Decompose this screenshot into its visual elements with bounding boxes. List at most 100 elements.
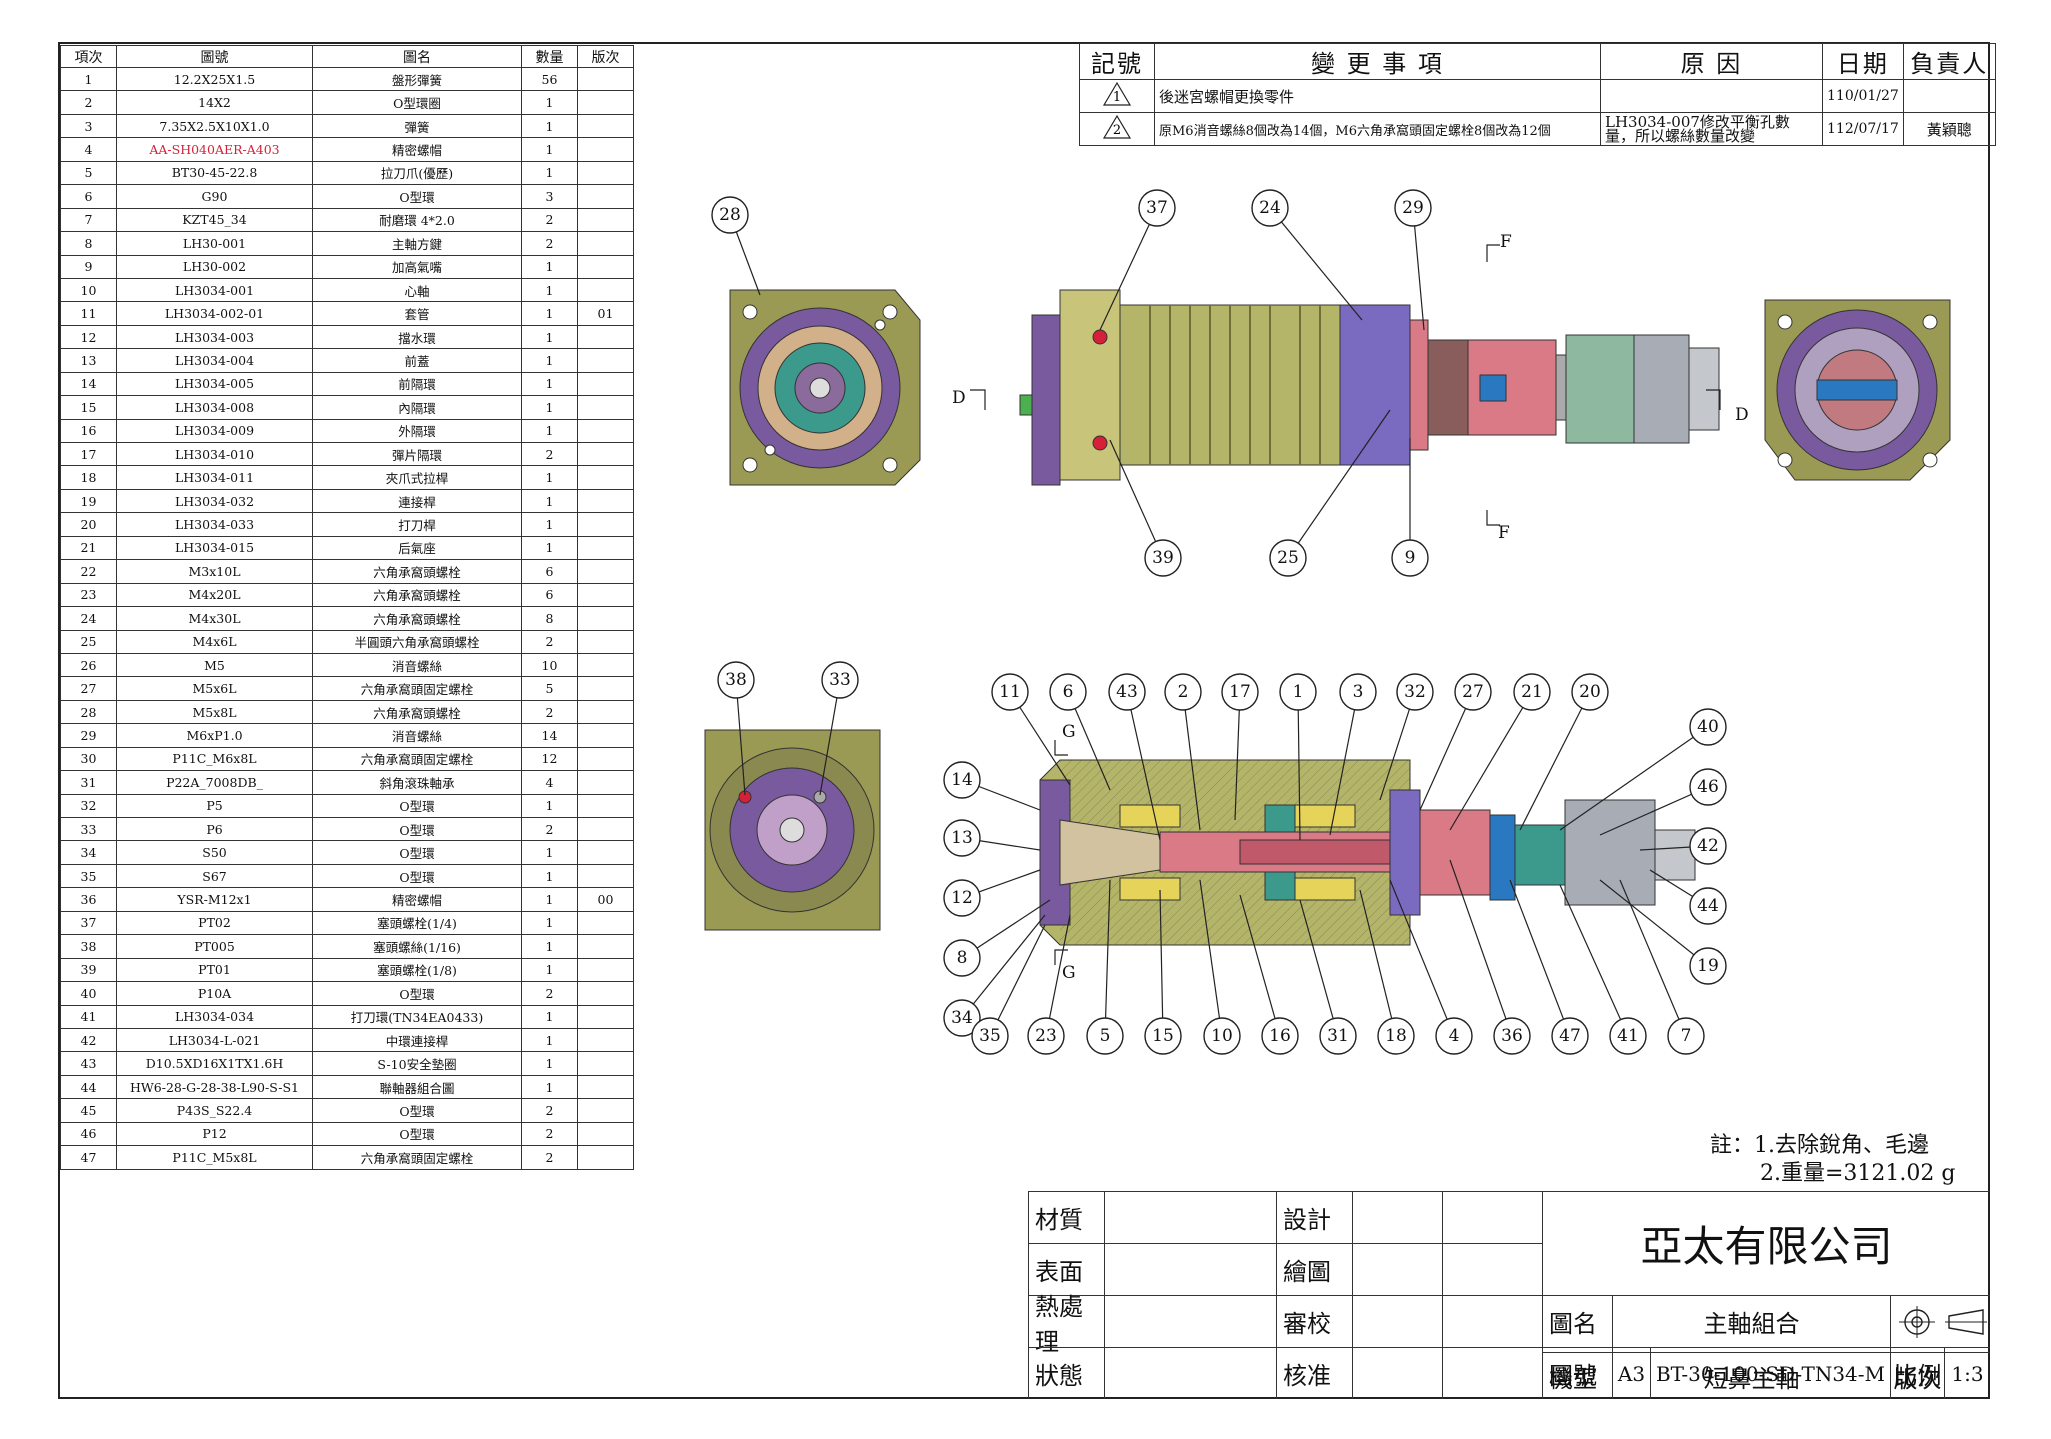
part-balloon: 8 bbox=[943, 899, 1051, 977]
model-value: 短鼻主軸 bbox=[1612, 1352, 1890, 1399]
leader-line bbox=[1045, 914, 1071, 1037]
bom-quantity: 1 bbox=[521, 301, 578, 326]
part-balloon: 47 bbox=[1509, 879, 1589, 1055]
revision-header-date: 日期 bbox=[1822, 43, 1904, 80]
check-date bbox=[1442, 1295, 1542, 1347]
approve-date bbox=[1442, 1347, 1542, 1399]
bom-part-name: 六角承窩頭螺栓 bbox=[312, 582, 522, 608]
bom-item-number: 25 bbox=[60, 629, 117, 654]
leader-line bbox=[1559, 726, 1709, 831]
heat-treatment-value bbox=[1104, 1295, 1276, 1347]
balloon-number: 33 bbox=[829, 670, 851, 690]
balloon-number: 15 bbox=[1152, 1026, 1174, 1046]
bom-quantity: 6 bbox=[521, 582, 578, 608]
part-balloon: 39 bbox=[1109, 439, 1182, 577]
balloon-number: 37 bbox=[1146, 198, 1168, 218]
balloon-number: 3 bbox=[1353, 682, 1364, 702]
bom-part-number: P43S_S22.4 bbox=[116, 1098, 313, 1123]
bom-part-number: LH3034-034 bbox=[116, 1004, 313, 1029]
balloon-number: 27 bbox=[1462, 682, 1484, 702]
bom-version bbox=[577, 441, 634, 467]
bom-version bbox=[577, 231, 634, 256]
part-balloon: 29 bbox=[1394, 189, 1432, 331]
balloon-number: 12 bbox=[951, 888, 973, 908]
section-view bbox=[1039, 759, 1696, 946]
third-angle-projection-icon bbox=[1898, 1305, 1987, 1338]
bom-part-name: 六角承窩頭螺栓 bbox=[312, 699, 522, 725]
part-balloon: 4 bbox=[1389, 879, 1473, 1055]
balloon-number: 32 bbox=[1404, 682, 1426, 702]
bom-item-number: 9 bbox=[60, 254, 117, 279]
revision-owner-1 bbox=[1902, 79, 1996, 113]
bom-part-name: O型環 bbox=[312, 1098, 522, 1123]
bom-part-number: M6xP1.0 bbox=[116, 723, 313, 748]
part-balloon: 40 bbox=[1559, 708, 1727, 831]
balloon-number: 20 bbox=[1579, 682, 1601, 702]
revision-header-mark: 記號 bbox=[1079, 43, 1155, 80]
bom-quantity: 1 bbox=[521, 348, 578, 373]
bom-version bbox=[577, 113, 634, 139]
leader-line bbox=[989, 924, 1046, 1037]
section-mark-g-bottom: G bbox=[1062, 963, 1076, 983]
part-balloon: 15 bbox=[1144, 889, 1182, 1055]
part-balloon: 37 bbox=[1099, 189, 1176, 331]
section-mark-f-bottom: F bbox=[1498, 523, 1510, 543]
bom-part-number: M4x30L bbox=[116, 606, 313, 631]
leader-line bbox=[1359, 889, 1397, 1037]
balloon-number: 13 bbox=[951, 828, 973, 848]
bom-item-number: 34 bbox=[60, 840, 117, 865]
bom-part-name: 連接桿 bbox=[312, 488, 522, 514]
bom-item-number: 10 bbox=[60, 277, 117, 303]
balloon-number: 38 bbox=[725, 670, 747, 690]
svg-text:2: 2 bbox=[1113, 123, 1121, 138]
balloon-number: 19 bbox=[1697, 956, 1719, 976]
design-value bbox=[1352, 1191, 1442, 1243]
leader-line bbox=[1412, 207, 1425, 331]
bom-item-number: 20 bbox=[60, 512, 117, 537]
bom-part-number: YSR-M12x1 bbox=[116, 887, 313, 912]
balloon-number: 34 bbox=[951, 1008, 973, 1028]
part-balloon: 17 bbox=[1221, 673, 1259, 821]
balloon-number: 9 bbox=[1405, 548, 1416, 568]
revision-row: 1 後迷宮螺帽更換零件 110/01/27 bbox=[1079, 79, 1996, 113]
note-line-1: 註：1.去除銳角、毛邊 bbox=[1710, 1133, 1929, 1158]
balloon-number: 46 bbox=[1697, 777, 1719, 797]
revision-mark-2: 2 bbox=[1079, 112, 1155, 146]
bom-version bbox=[577, 395, 634, 420]
bom-part-name: O型環 bbox=[312, 793, 522, 819]
bom-header-version: 版次 bbox=[577, 45, 634, 68]
leader-line bbox=[1379, 691, 1416, 801]
bom-part-number: LH3034-008 bbox=[116, 395, 313, 420]
part-balloon: 18 bbox=[1359, 889, 1415, 1055]
balloon-number: 36 bbox=[1501, 1026, 1523, 1046]
bom-item-number: 46 bbox=[60, 1121, 117, 1147]
bom-part-number: M4x6L bbox=[116, 629, 313, 654]
bom-item-number: 26 bbox=[60, 652, 117, 678]
leader-line bbox=[1099, 207, 1158, 331]
rear-view bbox=[1764, 299, 1951, 481]
part-balloon: 27 bbox=[1419, 673, 1492, 811]
bom-version bbox=[577, 629, 634, 654]
balloon-number: 10 bbox=[1211, 1026, 1233, 1046]
bom-part-number: P11C_M5x8L bbox=[116, 1145, 313, 1170]
leader-line bbox=[961, 914, 1046, 1019]
bom-version: 00 bbox=[577, 887, 634, 912]
bom-item-number: 23 bbox=[60, 582, 117, 608]
note-line-2: 2.重量=3121.02 g bbox=[1760, 1161, 1956, 1186]
part-balloon: 34 bbox=[943, 914, 1046, 1037]
balloon-number: 6 bbox=[1063, 682, 1074, 702]
bom-item-number: 19 bbox=[60, 488, 117, 514]
bom-part-name: 六角承窩頭螺栓 bbox=[312, 606, 522, 631]
title-block-model-row: 機型 短鼻主軸 版次 bbox=[1542, 1352, 1990, 1399]
bom-part-name: O型環 bbox=[312, 184, 522, 209]
revision-reason-1 bbox=[1600, 79, 1823, 113]
bom-item-number: 37 bbox=[60, 910, 117, 936]
section-markers: F F D D G G bbox=[952, 232, 1749, 983]
leader-line bbox=[1109, 439, 1164, 559]
balloon-number: 7 bbox=[1681, 1026, 1692, 1046]
